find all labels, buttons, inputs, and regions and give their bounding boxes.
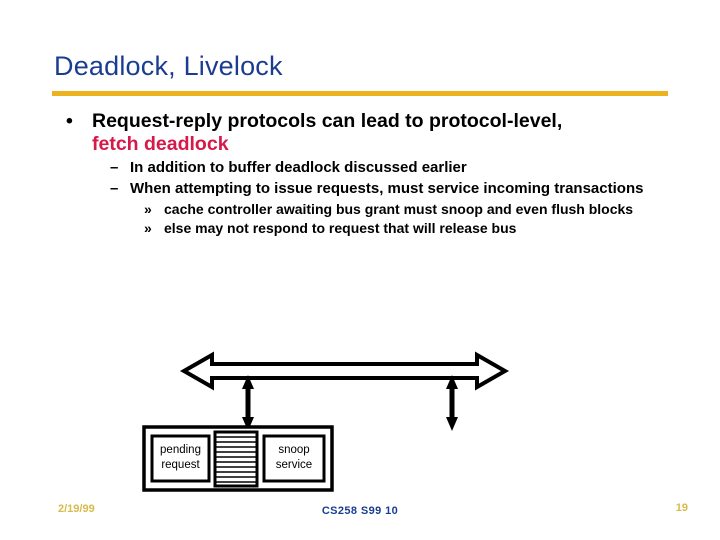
snoop-service-label-line1: snoop bbox=[278, 444, 309, 456]
bullet-level3-item: » else may not respond to request that w… bbox=[54, 220, 684, 237]
bullet-level3-text: cache controller awaiting bus grant must… bbox=[164, 200, 634, 217]
bullet-level1-emphasis: fetch deadlock bbox=[92, 132, 229, 155]
right-node-connector-arrow-icon bbox=[446, 375, 458, 431]
snoop-service-box bbox=[262, 434, 326, 483]
bullet-level1: • Request-reply protocols can lead to pr… bbox=[54, 110, 684, 156]
slide-body: • Request-reply protocols can lead to pr… bbox=[54, 110, 684, 237]
bullet-level3-item: » cache controller awaiting bus grant mu… bbox=[54, 201, 684, 218]
bullet-level2-text: In addition to buffer deadlock discussed… bbox=[130, 158, 467, 176]
bullet-level2-text: When attempting to issue requests, must … bbox=[130, 179, 644, 197]
bullet-dot-icon: • bbox=[66, 110, 73, 132]
pending-request-label-line1: pending bbox=[160, 444, 201, 456]
snoop-service-label-line2: service bbox=[276, 459, 312, 471]
left-node-connector-arrow-icon bbox=[242, 375, 254, 431]
bus-node-diagram: pending request snoop service bbox=[142, 351, 510, 492]
bullet-level3-text: else may not respond to request that wil… bbox=[164, 220, 517, 237]
page-title: Deadlock, Livelock bbox=[54, 51, 283, 81]
bus-double-arrow-icon bbox=[179, 351, 510, 391]
bullet-level2-item: – In addition to buffer deadlock discuss… bbox=[54, 159, 684, 177]
bullet-level2-item: – When attempting to issue requests, mus… bbox=[54, 180, 684, 198]
footer-page-number: 19 bbox=[675, 502, 688, 514]
title-divider-rule bbox=[52, 91, 668, 96]
bullet-level1-text: Request-reply protocols can lead to prot… bbox=[92, 110, 563, 132]
pending-request-label-line2: request bbox=[161, 459, 200, 471]
footer-date: 2/19/99 bbox=[58, 503, 95, 515]
bullet-guillemet-icon: » bbox=[144, 200, 152, 217]
footer-course-label: CS258 S99 10 bbox=[321, 505, 399, 517]
bullet-dash-icon: – bbox=[110, 179, 119, 197]
bullet-guillemet-icon: » bbox=[144, 220, 152, 237]
queue-buffer-box bbox=[213, 430, 259, 488]
bullet-dash-icon: – bbox=[110, 158, 119, 176]
pending-request-box bbox=[150, 434, 211, 483]
